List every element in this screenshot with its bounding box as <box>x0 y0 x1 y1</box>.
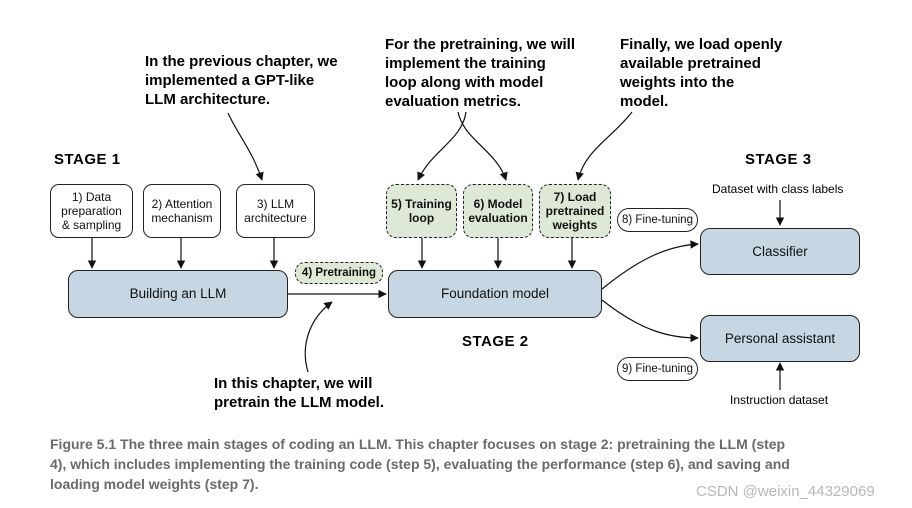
llm-architecture-box: 3) LLM architecture <box>236 184 315 238</box>
annotation-pretraining: For the pretraining, we will implement t… <box>385 36 576 110</box>
watermark: CSDN @weixin_44329069 <box>696 483 875 500</box>
finetuning-9-label: 9) Fine-tuning <box>617 357 698 381</box>
curve-this-chapter <box>304 301 333 373</box>
training-loop-box: 5) Training loop <box>386 184 457 238</box>
annotation-this-chapter: In this chapter, we will pretrain the LL… <box>214 375 385 411</box>
curve-pretraining-left <box>417 111 467 181</box>
stage2-label: STAGE 2 <box>462 333 529 350</box>
finetuning-8-label: 8) Fine-tuning <box>617 208 698 232</box>
curve-finally <box>575 111 633 181</box>
data-preparation-box: 1) Data preparation & sampling <box>50 184 133 238</box>
class-labels-dataset-label: Dataset with class labels <box>712 182 844 196</box>
pretraining-step-box: 4) Pretraining <box>295 262 383 284</box>
foundation-model-box: Foundation model <box>388 270 602 318</box>
model-evaluation-box: 6) Model evaluation <box>463 184 533 238</box>
personal-assistant-box: Personal assistant <box>700 315 860 362</box>
curve-previous-chapter <box>227 112 264 181</box>
annotation-finally: Finally, we load openly available pretra… <box>620 36 783 110</box>
classifier-box: Classifier <box>700 228 860 275</box>
stage1-label: STAGE 1 <box>54 151 121 168</box>
load-pretrained-weights-box: 7) Load pretrained weights <box>539 184 611 238</box>
figure-caption: Figure 5.1 The three main stages of codi… <box>50 436 790 492</box>
building-llm-box: Building an LLM <box>68 270 288 318</box>
curve-pretraining-right <box>457 111 508 181</box>
instruction-dataset-label: Instruction dataset <box>730 393 829 407</box>
annotation-previous-chapter: In the previous chapter, we implemented … <box>145 53 338 108</box>
arrow-foundation-to-classifier <box>601 240 699 290</box>
stage3-label: STAGE 3 <box>745 151 812 168</box>
arrow-foundation-to-assistant <box>601 299 699 343</box>
attention-mechanism-box: 2) Attention mechanism <box>143 184 221 238</box>
